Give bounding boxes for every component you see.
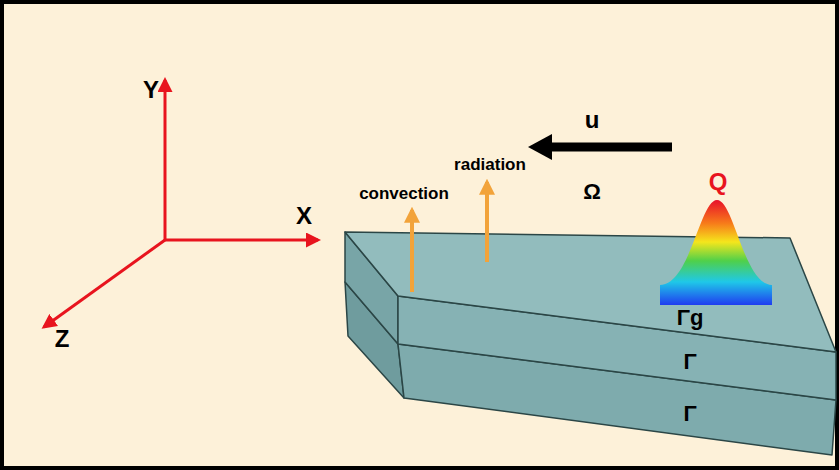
arrow-shaft — [548, 143, 672, 152]
z-axis — [44, 240, 165, 327]
radiation-label: radiation — [454, 156, 526, 173]
coordinate-axes — [44, 80, 318, 327]
radiation-arrow — [485, 182, 489, 262]
y-axis — [164, 80, 167, 240]
boundary-label: Γg — [677, 307, 704, 329]
convection-arrow — [410, 210, 414, 292]
x-axis — [165, 239, 318, 242]
boundary-label: Γ — [683, 351, 696, 373]
boundary-label: Γ — [683, 403, 696, 425]
axis-label: Z — [55, 327, 70, 351]
convection-label: convection — [359, 185, 449, 202]
axis-label: X — [296, 204, 312, 228]
velocity-label: u — [585, 108, 600, 132]
gaussian-heat-source — [660, 200, 772, 305]
axis-label: Y — [143, 78, 159, 102]
arrow-head — [528, 134, 552, 160]
heat-source-label: Q — [709, 170, 728, 194]
domain-label: Ω — [583, 181, 601, 203]
slab — [345, 232, 836, 455]
velocity-arrow — [528, 134, 672, 160]
